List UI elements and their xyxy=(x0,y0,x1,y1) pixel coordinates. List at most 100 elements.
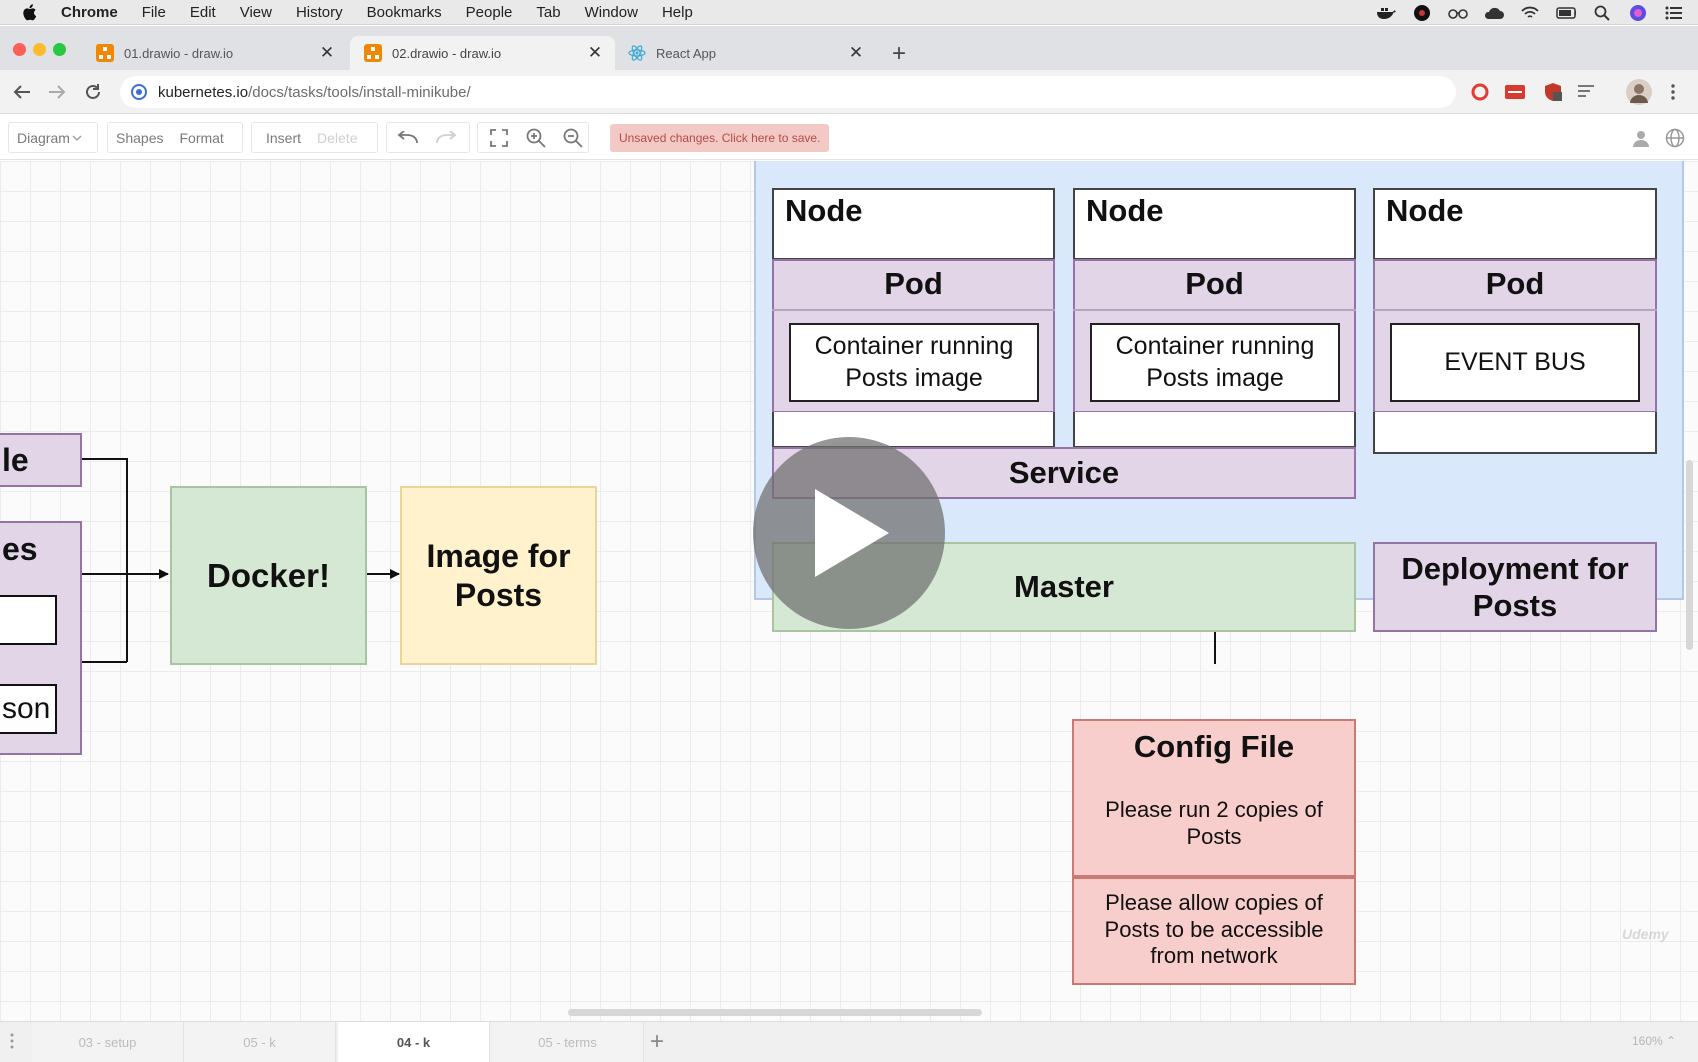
shield-extension-icon[interactable] xyxy=(1542,81,1564,103)
glasses-icon[interactable] xyxy=(1448,3,1468,22)
os-menubar: Chrome File Edit View History Bookmarks … xyxy=(0,0,1698,25)
profile-avatar[interactable] xyxy=(1626,79,1652,105)
left-partial-inner-box[interactable] xyxy=(0,595,57,645)
diagram-menu-button[interactable]: Diagram xyxy=(8,122,98,153)
image-for-posts-box[interactable]: Image for Posts xyxy=(400,486,597,665)
redo-icon[interactable] xyxy=(434,127,458,149)
user-icon[interactable] xyxy=(1629,127,1653,149)
forward-arrow-icon[interactable] xyxy=(44,79,70,105)
back-arrow-icon[interactable] xyxy=(9,79,35,105)
tab-close-icon[interactable]: ✕ xyxy=(587,43,603,62)
address-bar[interactable]: kubernetes.io/docs/tasks/tools/install-m… xyxy=(120,76,1456,108)
left-partial-mid-label: es xyxy=(2,530,38,567)
horizontal-scrollbar[interactable] xyxy=(568,1009,982,1016)
config-file-row-2[interactable]: Please allow copies of Posts to be acces… xyxy=(1072,877,1356,985)
zoom-window-button[interactable] xyxy=(53,43,66,56)
page-tab-05-k[interactable]: 05 - k xyxy=(184,1022,336,1062)
left-partial-shape-header[interactable]: es xyxy=(0,521,82,577)
menu-file[interactable]: File xyxy=(141,3,166,21)
browser-tab-01-drawio[interactable]: 01.drawio - draw.io ✕ xyxy=(82,36,347,70)
menu-window[interactable]: Window xyxy=(584,3,638,21)
fullscreen-icon[interactable] xyxy=(487,127,511,149)
close-window-button[interactable] xyxy=(13,43,26,56)
url-host: kubernetes.io xyxy=(158,83,249,101)
event-bus-box[interactable]: EVENT BUS xyxy=(1390,323,1640,402)
pages-menu-icon[interactable] xyxy=(10,1033,20,1052)
battery-icon[interactable] xyxy=(1556,3,1576,22)
status-icons xyxy=(1376,3,1684,22)
menu-app-name[interactable]: Chrome xyxy=(61,3,118,21)
node-3-header[interactable]: Node xyxy=(1373,188,1657,260)
docker-label: Docker! xyxy=(207,556,330,594)
left-partial-inner-box-bottom[interactable]: son xyxy=(0,684,57,734)
spotlight-search-icon[interactable] xyxy=(1592,3,1612,22)
page-tab-05-terms[interactable]: 05 - terms xyxy=(492,1022,644,1062)
page-tab-04-k[interactable]: 04 - k xyxy=(338,1022,490,1062)
cloud-icon[interactable] xyxy=(1484,3,1504,22)
format-button[interactable]: Format xyxy=(179,129,224,146)
globe-icon[interactable] xyxy=(1663,127,1687,149)
menu-bookmarks[interactable]: Bookmarks xyxy=(366,3,442,21)
browser-tab-react-app[interactable]: React App ✕ xyxy=(614,36,876,70)
config-file-row-1[interactable]: Please run 2 copies of Posts xyxy=(1072,772,1356,877)
add-page-button[interactable]: + xyxy=(650,1028,665,1055)
opera-extension-icon[interactable] xyxy=(1469,81,1491,103)
browser-tab-strip: 01.drawio - draw.io ✕ 02.drawio - draw.i… xyxy=(0,26,1698,70)
video-play-button[interactable] xyxy=(753,437,945,629)
menu-people[interactable]: People xyxy=(465,3,513,21)
menu-edit[interactable]: Edit xyxy=(189,3,216,21)
list-extension-icon[interactable] xyxy=(1576,81,1598,103)
container-1-box[interactable]: Container running Posts image xyxy=(789,323,1039,402)
dark-circle-icon[interactable] xyxy=(1412,3,1432,22)
zoom-out-icon[interactable] xyxy=(561,127,585,149)
url-path: /docs/tasks/tools/install-minikube/ xyxy=(248,83,471,101)
event-bus-label: EVENT BUS xyxy=(1444,347,1586,376)
undo-icon[interactable] xyxy=(396,127,420,149)
config-file-header[interactable]: Config File xyxy=(1072,719,1356,774)
kebab-menu-icon[interactable] xyxy=(1662,81,1684,103)
zoom-in-icon[interactable] xyxy=(524,127,548,149)
deployment-box[interactable]: Deployment for Posts xyxy=(1373,542,1657,632)
browser-tab-02-drawio[interactable]: 02.drawio - draw.io ✕ xyxy=(350,36,615,70)
tab-close-icon[interactable]: ✕ xyxy=(848,43,864,62)
apple-icon[interactable] xyxy=(17,2,41,22)
insert-button[interactable]: Insert xyxy=(266,129,302,146)
node-3-footer xyxy=(1373,412,1657,454)
menu-history[interactable]: History xyxy=(295,3,343,21)
vertical-scrollbar[interactable] xyxy=(1686,460,1693,650)
menu-help[interactable]: Help xyxy=(661,3,693,21)
container-2-label: Container running Posts image xyxy=(1115,332,1315,392)
unsaved-changes-notice[interactable]: Unsaved changes. Click here to save. xyxy=(610,124,830,152)
notification-center-icon[interactable] xyxy=(1664,3,1684,22)
left-partial-shape-top[interactable]: le xyxy=(0,433,82,487)
page-tab-03-setup[interactable]: 03 - setup xyxy=(32,1022,184,1062)
wifi-icon[interactable] xyxy=(1520,3,1540,22)
menu-tab[interactable]: Tab xyxy=(536,3,561,21)
site-info-icon[interactable] xyxy=(130,83,148,101)
node-2-header[interactable]: Node xyxy=(1073,188,1356,260)
menu-view[interactable]: View xyxy=(239,3,272,21)
zoom-level-value: 160% xyxy=(1632,1034,1663,1048)
docker-whale-icon[interactable] xyxy=(1376,3,1396,22)
drawio-toolbar: Diagram Shapes Format Insert Delete Unsa… xyxy=(0,115,1698,160)
siri-icon[interactable] xyxy=(1628,3,1648,22)
tab-close-icon[interactable]: ✕ xyxy=(319,43,335,62)
chevron-down-icon xyxy=(72,135,82,141)
new-tab-button[interactable]: + xyxy=(892,40,907,67)
red-extension-icon[interactable] xyxy=(1504,81,1526,103)
page-tabs-bar: 03 - setup 05 - k 04 - k 05 - terms + 16… xyxy=(0,1021,1698,1062)
node-2-label: Node xyxy=(1086,193,1164,228)
container-2-box[interactable]: Container running Posts image xyxy=(1090,323,1340,402)
page-tab-label: 04 - k xyxy=(396,1035,431,1050)
delete-button[interactable]: Delete xyxy=(317,129,358,146)
service-label: Service xyxy=(1008,455,1120,490)
zoom-level[interactable]: 160% ⌃ xyxy=(1632,1034,1676,1048)
shapes-button[interactable]: Shapes xyxy=(116,129,164,146)
node-1-header[interactable]: Node xyxy=(772,188,1055,260)
docker-box[interactable]: Docker! xyxy=(170,486,367,665)
reload-icon[interactable] xyxy=(80,79,106,105)
pod-2-header: Pod xyxy=(1073,259,1356,311)
watermark-logo: Udemy xyxy=(1622,926,1669,942)
minimize-window-button[interactable] xyxy=(33,43,46,56)
